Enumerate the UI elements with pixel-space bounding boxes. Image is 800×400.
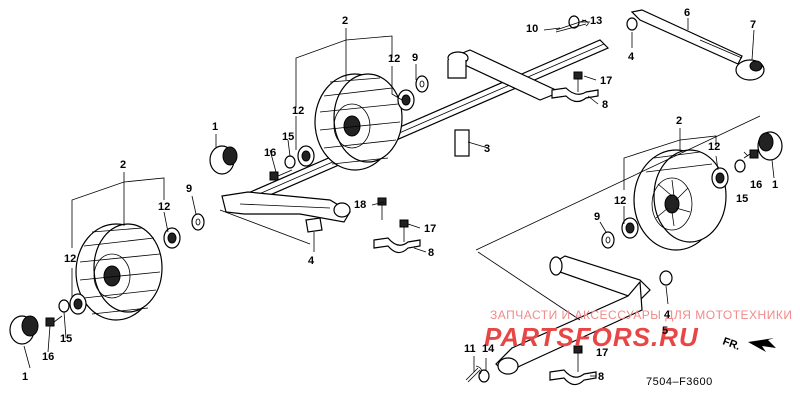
bolt-16-left <box>45 315 63 327</box>
callout-2-left: 2 <box>120 159 126 171</box>
cap-4-right <box>659 270 673 286</box>
callout-8-top: 8 <box>602 99 608 111</box>
rod-knob <box>735 59 765 81</box>
callout-8-middle: 8 <box>428 247 434 259</box>
callout-15-left: 15 <box>60 333 72 345</box>
clamp-8-top <box>551 71 599 103</box>
callout-4-right: 4 <box>664 309 671 321</box>
cap-4-top <box>626 17 638 31</box>
wheel-upper <box>314 73 403 171</box>
callout-1-middle: 1 <box>212 121 218 133</box>
lower-right-arm <box>495 255 651 375</box>
bearing-upper-inner <box>297 145 315 167</box>
callout-12-left-left: 12 <box>64 253 76 265</box>
wheel-right <box>633 149 727 251</box>
bearing-left-inner <box>69 293 87 315</box>
bearing-right <box>711 167 729 189</box>
callout-1-left: 1 <box>22 371 28 383</box>
callout-9-upper: 9 <box>412 52 418 64</box>
axle-shaft <box>230 39 610 209</box>
watermark-line-2: PARTSFORS.RU <box>484 322 699 352</box>
callout-14: 14 <box>482 343 495 355</box>
callout-4-top: 4 <box>628 51 635 63</box>
cap-4-mid <box>305 217 323 233</box>
bearing-upper <box>397 89 415 111</box>
cotter-pin-11 <box>465 365 482 383</box>
callout-12-upper-left: 12 <box>292 105 304 117</box>
washer-15-left <box>58 299 70 313</box>
callout-17-middle: 17 <box>424 223 436 235</box>
clamp-8-middle <box>373 219 421 254</box>
callout-12-upper-right: 12 <box>388 53 400 65</box>
callout-13: 13 <box>590 15 602 27</box>
front-direction-label: FR. <box>721 336 742 353</box>
callout-2-upper: 2 <box>342 15 348 27</box>
callout-7: 7 <box>750 19 756 31</box>
callout-9-left: 9 <box>186 183 192 195</box>
front-arm <box>221 129 470 223</box>
callout-3: 3 <box>484 143 490 155</box>
washer-9-left <box>191 213 205 231</box>
washer-15-right <box>734 159 746 173</box>
wheel-left <box>75 223 163 321</box>
callout-1-right: 1 <box>772 179 778 191</box>
callout-17-bottom: 17 <box>596 347 608 359</box>
washer-14 <box>478 369 490 383</box>
callout-8-bottom: 8 <box>598 371 604 383</box>
callout-15-upper: 15 <box>282 131 294 143</box>
callout-12-left-right: 12 <box>158 201 170 213</box>
callout-17-top: 17 <box>600 75 612 87</box>
bolt-16-right <box>743 149 759 159</box>
bolt-16-upper <box>269 169 293 181</box>
bolt-18 <box>377 197 387 220</box>
callout-6: 6 <box>684 7 690 19</box>
callout-16-left: 16 <box>42 351 54 363</box>
callout-15-right: 15 <box>736 193 748 205</box>
front-direction-indicator: FR. <box>721 336 776 353</box>
hub-cap-left <box>9 315 39 345</box>
callout-labels: 2 12 9 12 3 1 15 16 2 9 12 12 1 16 15 4 … <box>22 7 778 383</box>
callout-10: 10 <box>526 23 538 35</box>
hub-cap-middle <box>209 145 238 175</box>
bearing-right-inner <box>621 217 639 239</box>
callout-2-right: 2 <box>676 115 682 127</box>
washer-9-right <box>601 231 615 249</box>
callout-18: 18 <box>354 199 366 211</box>
rear-arm <box>447 49 562 101</box>
drawing-code: 7504–F3600 <box>646 376 713 388</box>
bearing-left <box>163 227 181 249</box>
callout-11: 11 <box>464 343 476 355</box>
handle-rod <box>630 9 743 65</box>
hub-cap-right <box>757 131 783 161</box>
washer-15-upper <box>284 155 296 169</box>
leader-lines <box>23 18 775 377</box>
washer-9-upper <box>415 75 429 93</box>
callout-9-right: 9 <box>594 211 600 223</box>
callout-16-right: 16 <box>750 179 762 191</box>
callout-16-upper: 16 <box>264 147 276 159</box>
clamp-8-bottom <box>549 345 597 386</box>
front-arrow-icon <box>748 338 776 352</box>
callout-5: 5 <box>662 325 668 337</box>
callout-12-right-right: 12 <box>708 141 720 153</box>
callout-12-right-left: 12 <box>614 195 626 207</box>
callout-4-middle: 4 <box>308 255 315 267</box>
watermark-line-1: ЗАПЧАСТИ И АКСЕССУАРЫ ДЛЯ МОТОТЕХНИКИ <box>490 308 792 322</box>
